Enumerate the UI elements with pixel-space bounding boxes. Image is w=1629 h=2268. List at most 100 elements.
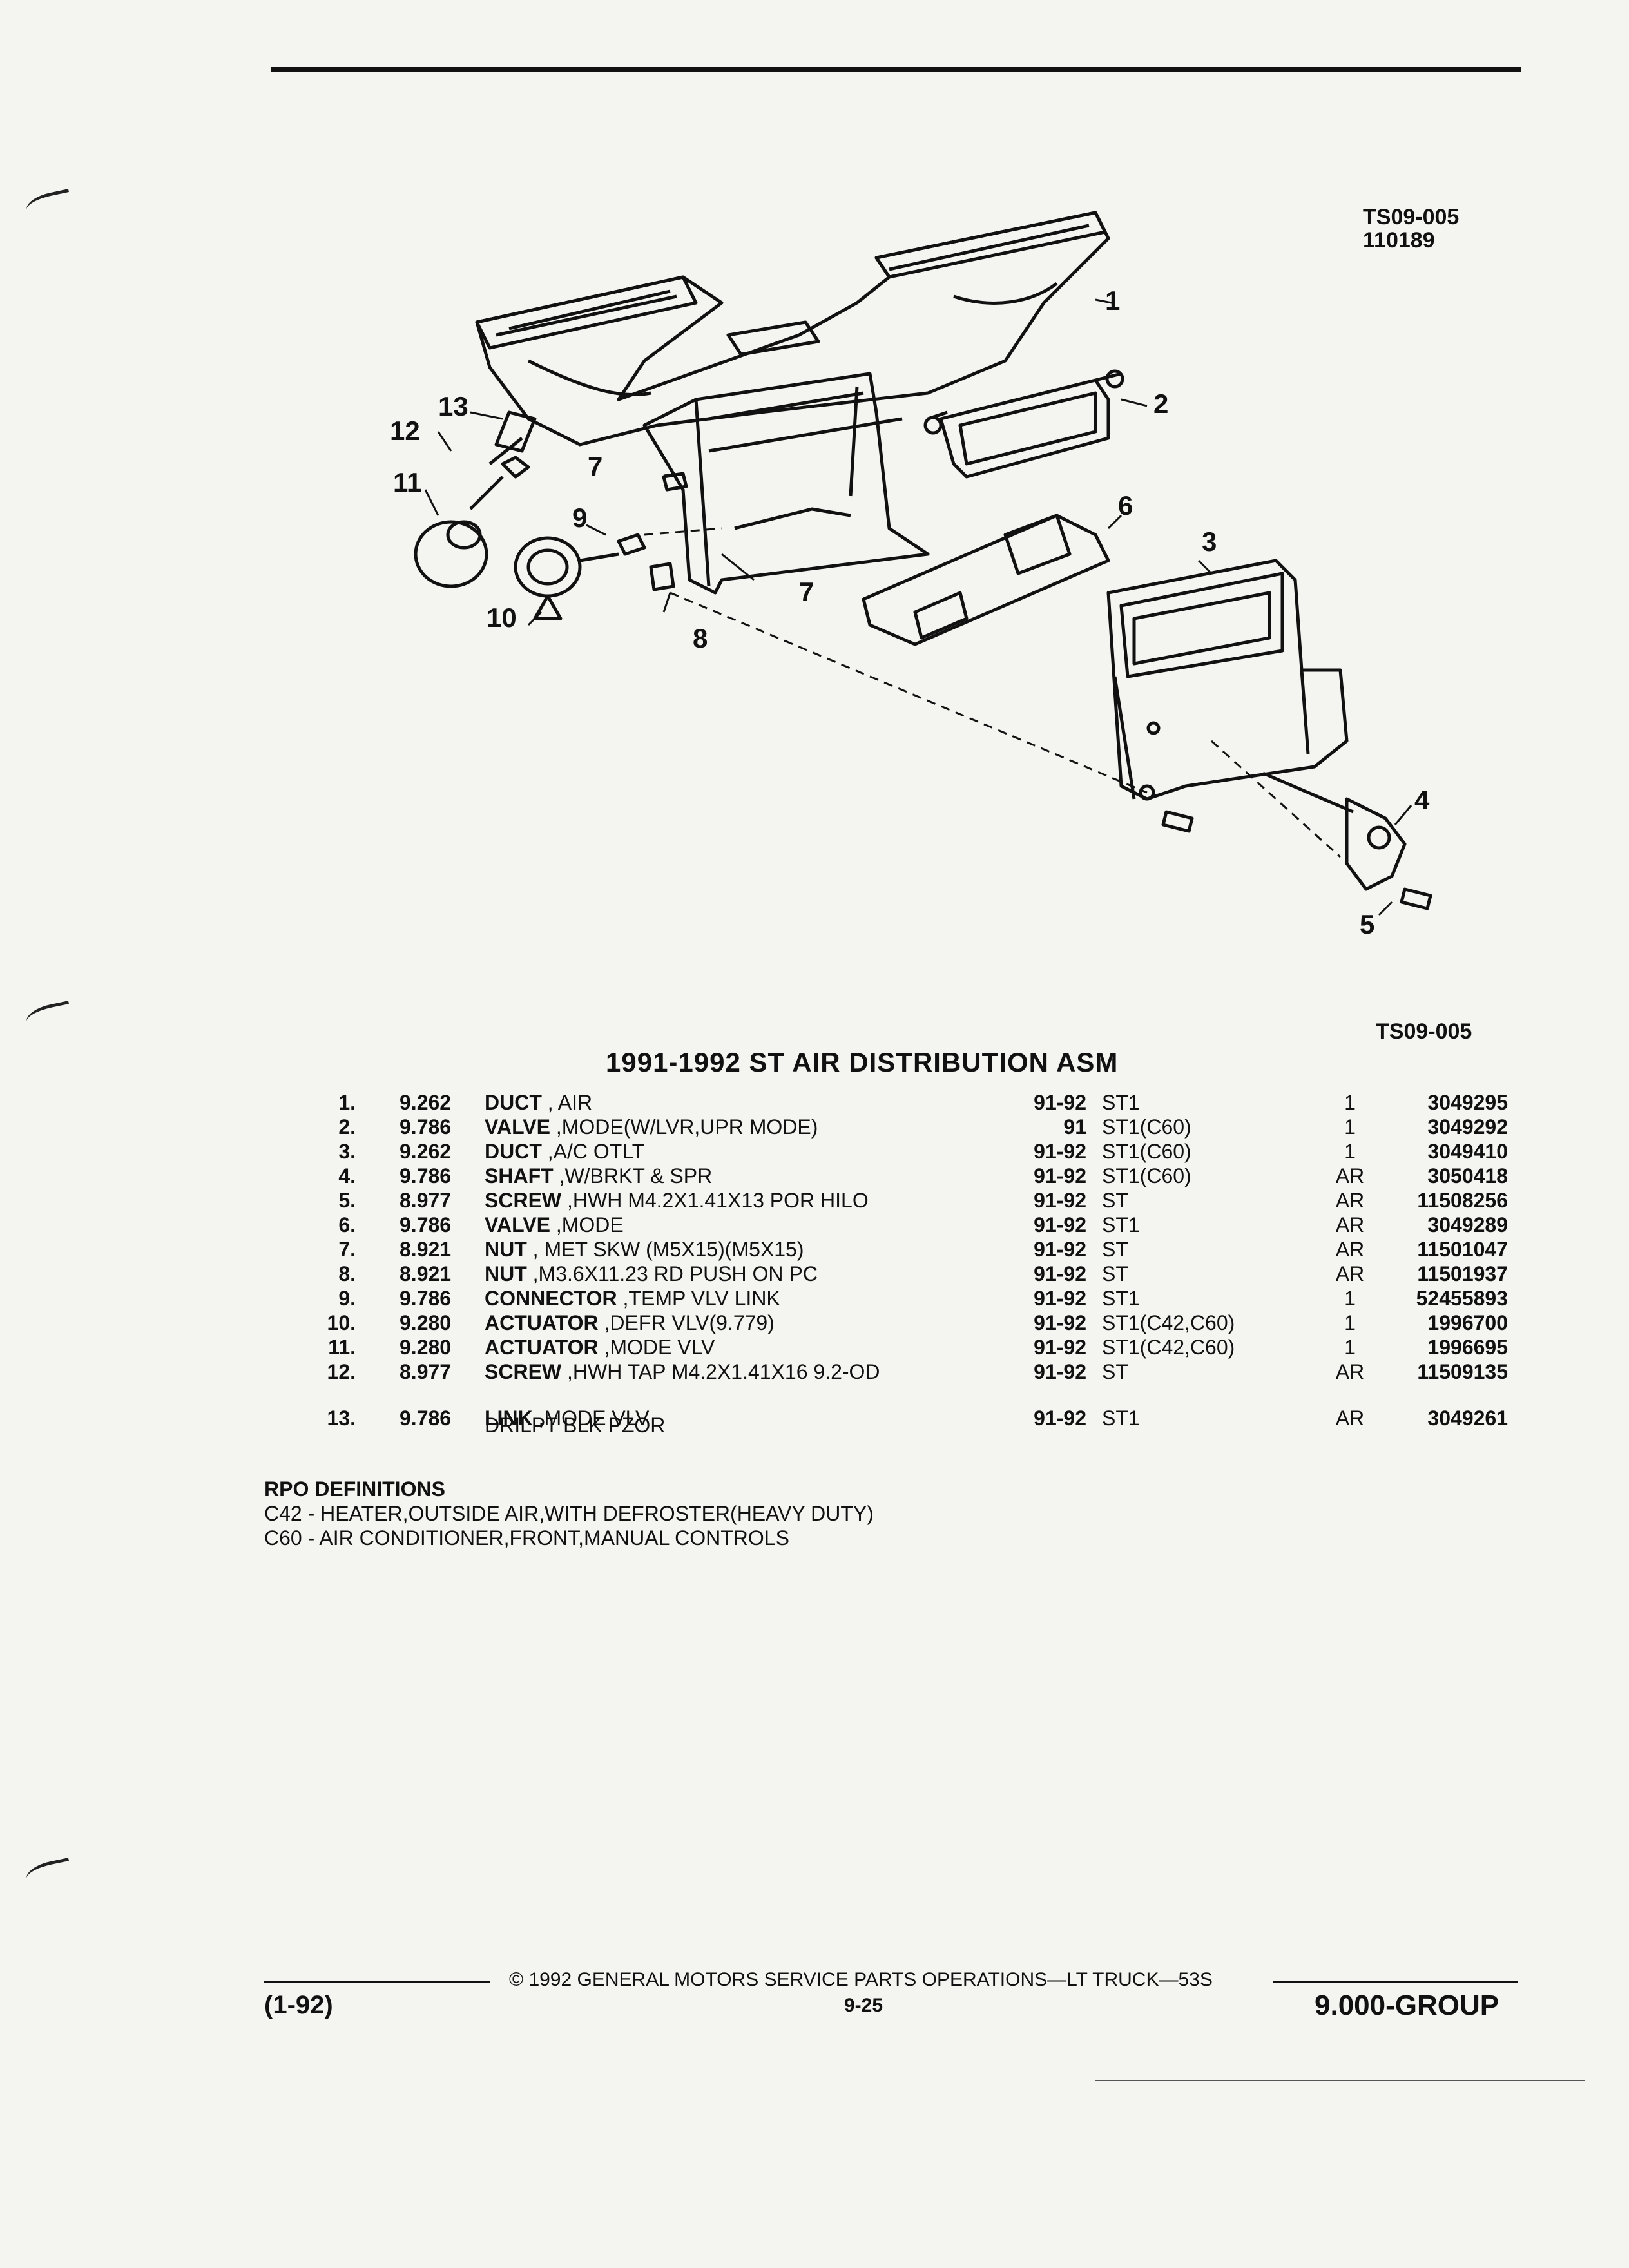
part-number: 11501937 (1417, 1262, 1508, 1285)
usage-code: ST1(C42,C60) (1102, 1336, 1235, 1359)
row-number: 12. (327, 1360, 356, 1383)
rpo-line: C60 - AIR CONDITIONER,FRONT,MANUAL CONTR… (264, 1526, 789, 1550)
valve-mode-lever-part (923, 369, 1124, 479)
part-name: DUCT (485, 1140, 542, 1163)
rpo-line: C42 - HEATER,OUTSIDE AIR,WITH DEFROSTER(… (264, 1502, 874, 1525)
part-description: VALVE ,MODE (485, 1213, 624, 1237)
part-description: LINK ,MODE VLV (485, 1406, 649, 1430)
callout-6: 6 (1118, 490, 1133, 521)
part-number: 3050418 (1427, 1164, 1508, 1187)
row-number: 11. (328, 1336, 356, 1359)
quantity: 1 (1344, 1336, 1356, 1359)
actuator-mode-part (414, 476, 504, 588)
bottom-rule (1095, 2080, 1585, 2081)
group-number: 8.977 (400, 1189, 452, 1212)
group-label: 9.000-GROUP (1315, 1990, 1499, 2021)
callout-7a: 7 (588, 451, 603, 481)
usage-code: ST1 (1102, 1287, 1140, 1310)
part-number: 1996700 (1427, 1311, 1508, 1334)
quantity: AR (1335, 1213, 1365, 1236)
model-years: 91-92 (1034, 1407, 1086, 1430)
model-years: 91-92 (1034, 1189, 1086, 1212)
part-name: LINK (485, 1407, 533, 1430)
part-spec: ,TEMP VLV LINK (622, 1287, 780, 1310)
quantity: 1 (1344, 1140, 1356, 1163)
part-name: CONNECTOR (485, 1287, 617, 1310)
model-years: 91-92 (1034, 1311, 1086, 1334)
model-years: 91 (1063, 1115, 1086, 1139)
part-name: NUT (485, 1238, 527, 1261)
part-number: 3049410 (1427, 1140, 1508, 1163)
footer-rule-left (264, 1981, 490, 1983)
rpo-heading: RPO DEFINITIONS (264, 1477, 445, 1501)
quantity: AR (1335, 1407, 1365, 1430)
part-name: DUCT (485, 1091, 542, 1114)
row-number: 6. (338, 1213, 356, 1236)
part-spec: , MET SKW (M5X15)(M5X15) (532, 1238, 804, 1261)
top-rule (271, 67, 1521, 72)
quantity: 1 (1344, 1287, 1356, 1310)
part-spec: ,MODE (555, 1213, 624, 1236)
group-number: 9.786 (400, 1164, 452, 1187)
valve-housing-frame (642, 372, 930, 595)
part-description: SHAFT ,W/BRKT & SPR (485, 1164, 712, 1188)
part-spec: ,MODE VLV (538, 1407, 650, 1430)
footer-date: (1-92) (264, 1991, 333, 2019)
usage-code: ST (1102, 1238, 1128, 1261)
part-name: SCREW (485, 1360, 562, 1383)
ref-code: TS09-005 (1363, 205, 1460, 229)
part-spec: ,DEFR VLV(9.779) (604, 1311, 775, 1334)
part-number: 52455893 (1416, 1287, 1508, 1310)
callout-4: 4 (1414, 785, 1430, 815)
part-description: NUT , MET SKW (M5X15)(M5X15) (485, 1237, 804, 1262)
actuator-defr-part (514, 536, 619, 620)
usage-code: ST1 (1102, 1407, 1140, 1430)
part-number: 3049292 (1427, 1115, 1508, 1139)
part-name: VALVE (485, 1213, 550, 1236)
quantity: AR (1335, 1238, 1365, 1261)
part-spec: ,W/BRKT & SPR (559, 1164, 713, 1187)
part-spec: ,MODE VLV (604, 1336, 715, 1359)
group-number: 9.786 (400, 1407, 452, 1430)
group-number: 8.921 (400, 1262, 452, 1285)
table-title: 1991-1992 ST AIR DISTRIBUTION ASM (606, 1047, 1119, 1077)
part-number: 3049289 (1427, 1213, 1508, 1236)
group-number: 9.262 (400, 1091, 452, 1114)
row-number: 8. (338, 1262, 356, 1285)
callout-7b: 7 (799, 577, 815, 607)
usage-code: ST1 (1102, 1213, 1140, 1236)
callout-12: 12 (390, 416, 420, 446)
quantity: AR (1335, 1360, 1365, 1383)
page-number: 9-25 (844, 1995, 883, 2016)
part-name: NUT (485, 1262, 527, 1285)
quantity: AR (1335, 1164, 1365, 1187)
shaft-bracket-part (1262, 771, 1407, 891)
link-mode-valve-part (488, 410, 537, 465)
part-description: NUT ,M3.6X11.23 RD PUSH ON PC (485, 1262, 818, 1286)
duct-ac-outlet-part (1106, 559, 1349, 801)
usage-code: ST1(C60) (1102, 1164, 1191, 1187)
group-number: 8.921 (400, 1238, 452, 1261)
exploded-parts-diagram (414, 211, 1432, 916)
model-years: 91-92 (1034, 1360, 1086, 1383)
quantity: AR (1335, 1189, 1365, 1212)
ref-date: 110189 (1363, 228, 1435, 253)
screw-part (501, 456, 1432, 910)
usage-code: ST (1102, 1360, 1128, 1383)
group-number: 9.786 (400, 1213, 452, 1236)
group-number: 9.786 (400, 1115, 452, 1139)
part-spec: ,A/C OTLT (547, 1140, 645, 1163)
part-spec: ,MODE(W/LVR,UPR MODE) (555, 1115, 818, 1139)
model-years: 91-92 (1034, 1164, 1086, 1187)
part-name: SHAFT (485, 1164, 554, 1187)
part-name: VALVE (485, 1115, 550, 1139)
callout-1: 1 (1105, 285, 1121, 316)
group-number: 9.280 (400, 1311, 452, 1334)
row-number: 7. (338, 1238, 356, 1261)
